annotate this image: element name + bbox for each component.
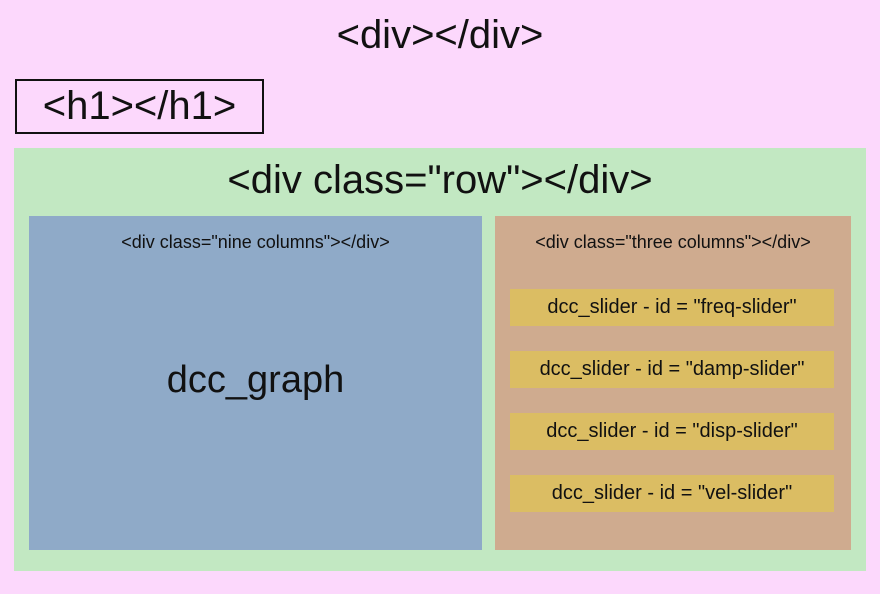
slider-label: dcc_slider - id = "disp-slider" <box>546 420 798 442</box>
damp-slider-box: dcc_slider - id = "damp-slider" <box>510 351 834 388</box>
row-div-container: <div class="row"></div> <div class="nine… <box>14 148 866 571</box>
three-columns-label: <div class="three columns"></div> <box>535 232 811 252</box>
slider-label: dcc_slider - id = "freq-slider" <box>547 296 797 318</box>
row-div-label: <div class="row"></div> <box>227 158 653 202</box>
disp-slider-box: dcc_slider - id = "disp-slider" <box>510 413 834 450</box>
h1-box: <h1></h1> <box>15 79 264 134</box>
slider-label: dcc_slider - id = "vel-slider" <box>551 482 793 504</box>
nine-columns-label: <div class="nine columns"></div> <box>121 232 390 252</box>
dcc-graph-label: dcc_graph <box>166 359 345 401</box>
three-columns-container: <div class="three columns"></div> dcc_sl… <box>495 216 851 550</box>
outer-div-label: <div></div> <box>336 13 544 57</box>
nine-columns-container: <div class="nine columns"></div> dcc_gra… <box>29 216 482 550</box>
freq-slider-box: dcc_slider - id = "freq-slider" <box>510 289 834 326</box>
h1-label: <h1></h1> <box>42 84 237 128</box>
slider-label: dcc_slider - id = "damp-slider" <box>539 358 805 380</box>
vel-slider-box: dcc_slider - id = "vel-slider" <box>510 475 834 512</box>
